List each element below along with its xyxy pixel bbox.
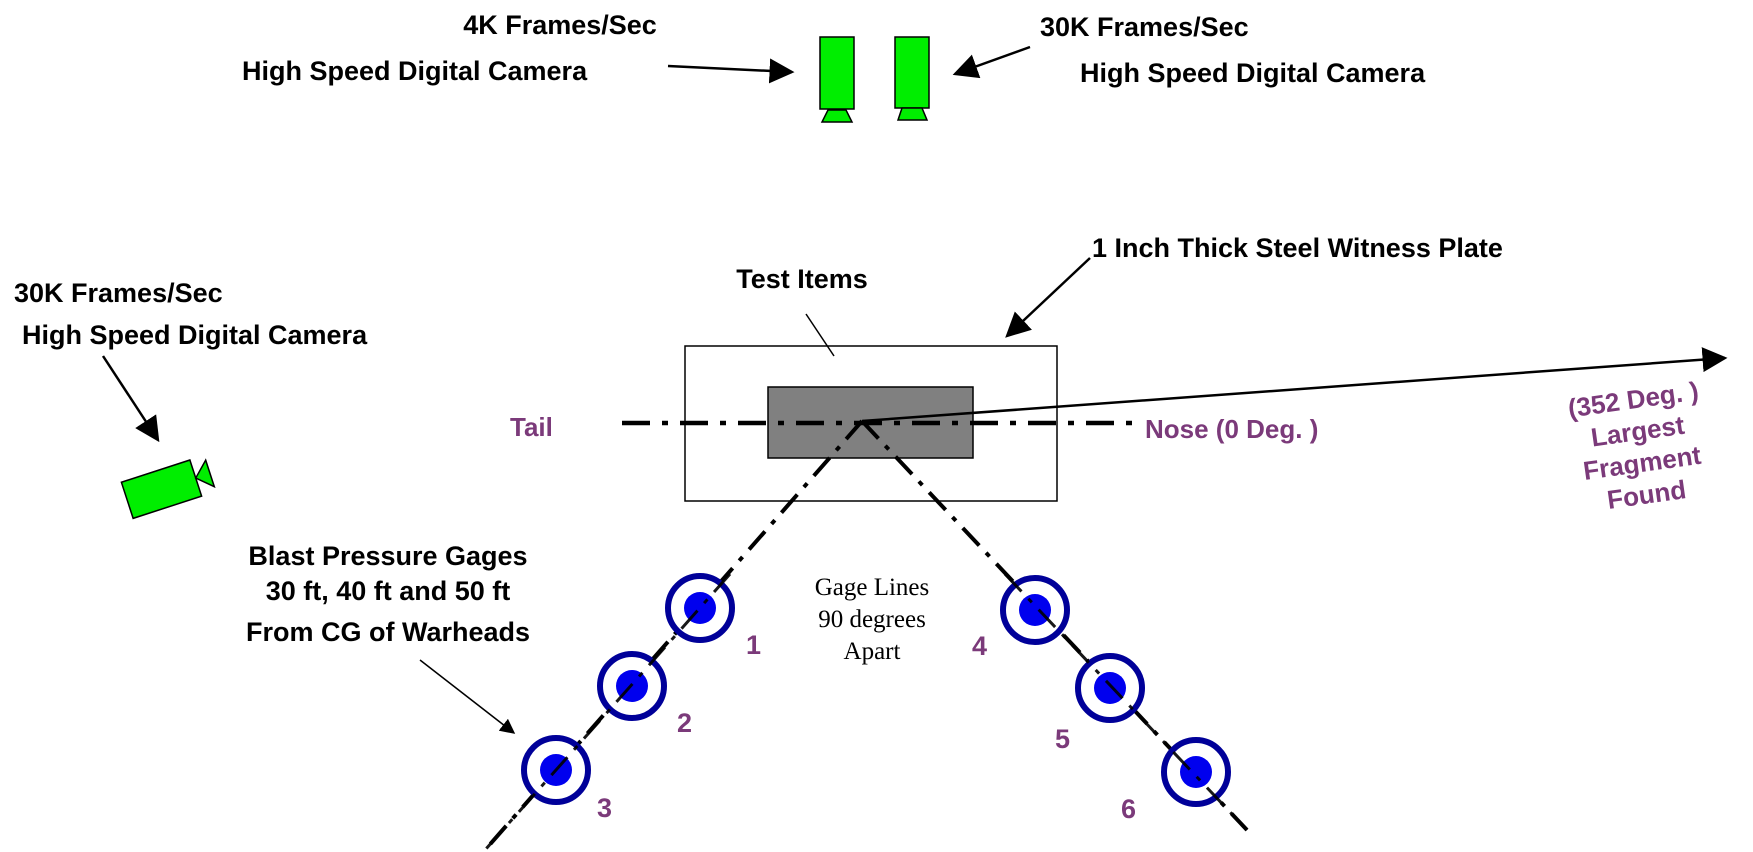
gage-number-6: 6	[1121, 794, 1136, 824]
top-right-camera-rate: 30K Frames/Sec	[1040, 12, 1249, 42]
left-camera-type: High Speed Digital Camera	[22, 320, 368, 350]
test-items-label: Test Items	[736, 264, 868, 294]
gages-label-line1: Blast Pressure Gages	[248, 541, 527, 571]
top-right-camera-type: High Speed Digital Camera	[1080, 58, 1426, 88]
gages-label-line2: 30 ft, 40 ft and 50 ft	[266, 576, 511, 606]
gage-line-left-overlay	[483, 573, 732, 851]
left-camera-rate: 30K Frames/Sec	[14, 278, 223, 308]
top-right-camera-arrow	[952, 45, 1031, 79]
top-left-camera-icon	[819, 36, 855, 123]
blast-gage-4	[1000, 575, 1070, 645]
left-camera-arrow	[101, 355, 160, 443]
gage-lines-label-line2: 90 degrees	[818, 606, 926, 633]
gage-number-5: 5	[1055, 724, 1070, 754]
blast-gage-1	[665, 573, 735, 643]
witness-plate-arrow	[1005, 257, 1091, 338]
gage-lines-label-line1: Gage Lines	[815, 574, 930, 601]
gage-number-2: 2	[677, 708, 692, 738]
top-left-camera-arrow	[667, 58, 795, 84]
gage-number-1: 1	[746, 630, 761, 660]
gage-line-right-overlay	[1003, 572, 1249, 832]
gage-number-3: 3	[597, 793, 612, 823]
fragment-label: (352 Deg. ) Largest Fragment Found	[1566, 375, 1703, 514]
left-camera-icon	[120, 458, 216, 520]
fragment-direction-arrow	[861, 347, 1728, 423]
blast-gage-5	[1075, 653, 1145, 723]
test-items-pointer	[805, 313, 835, 357]
blast-gage-6	[1161, 737, 1231, 807]
tail-label: Tail	[510, 412, 553, 442]
nose-label: Nose (0 Deg. )	[1145, 414, 1318, 444]
witness-plate-label: 1 Inch Thick Steel Witness Plate	[1092, 233, 1503, 263]
gages-label-arrow	[419, 659, 516, 734]
top-left-camera-type: High Speed Digital Camera	[242, 56, 588, 86]
gages-label-line3: From CG of Warheads	[246, 617, 530, 647]
top-right-camera-icon	[894, 36, 930, 121]
top-left-camera-rate: 4K Frames/Sec	[463, 10, 657, 40]
gage-lines-label-line3: Apart	[844, 638, 901, 665]
gage-number-4: 4	[972, 631, 987, 661]
